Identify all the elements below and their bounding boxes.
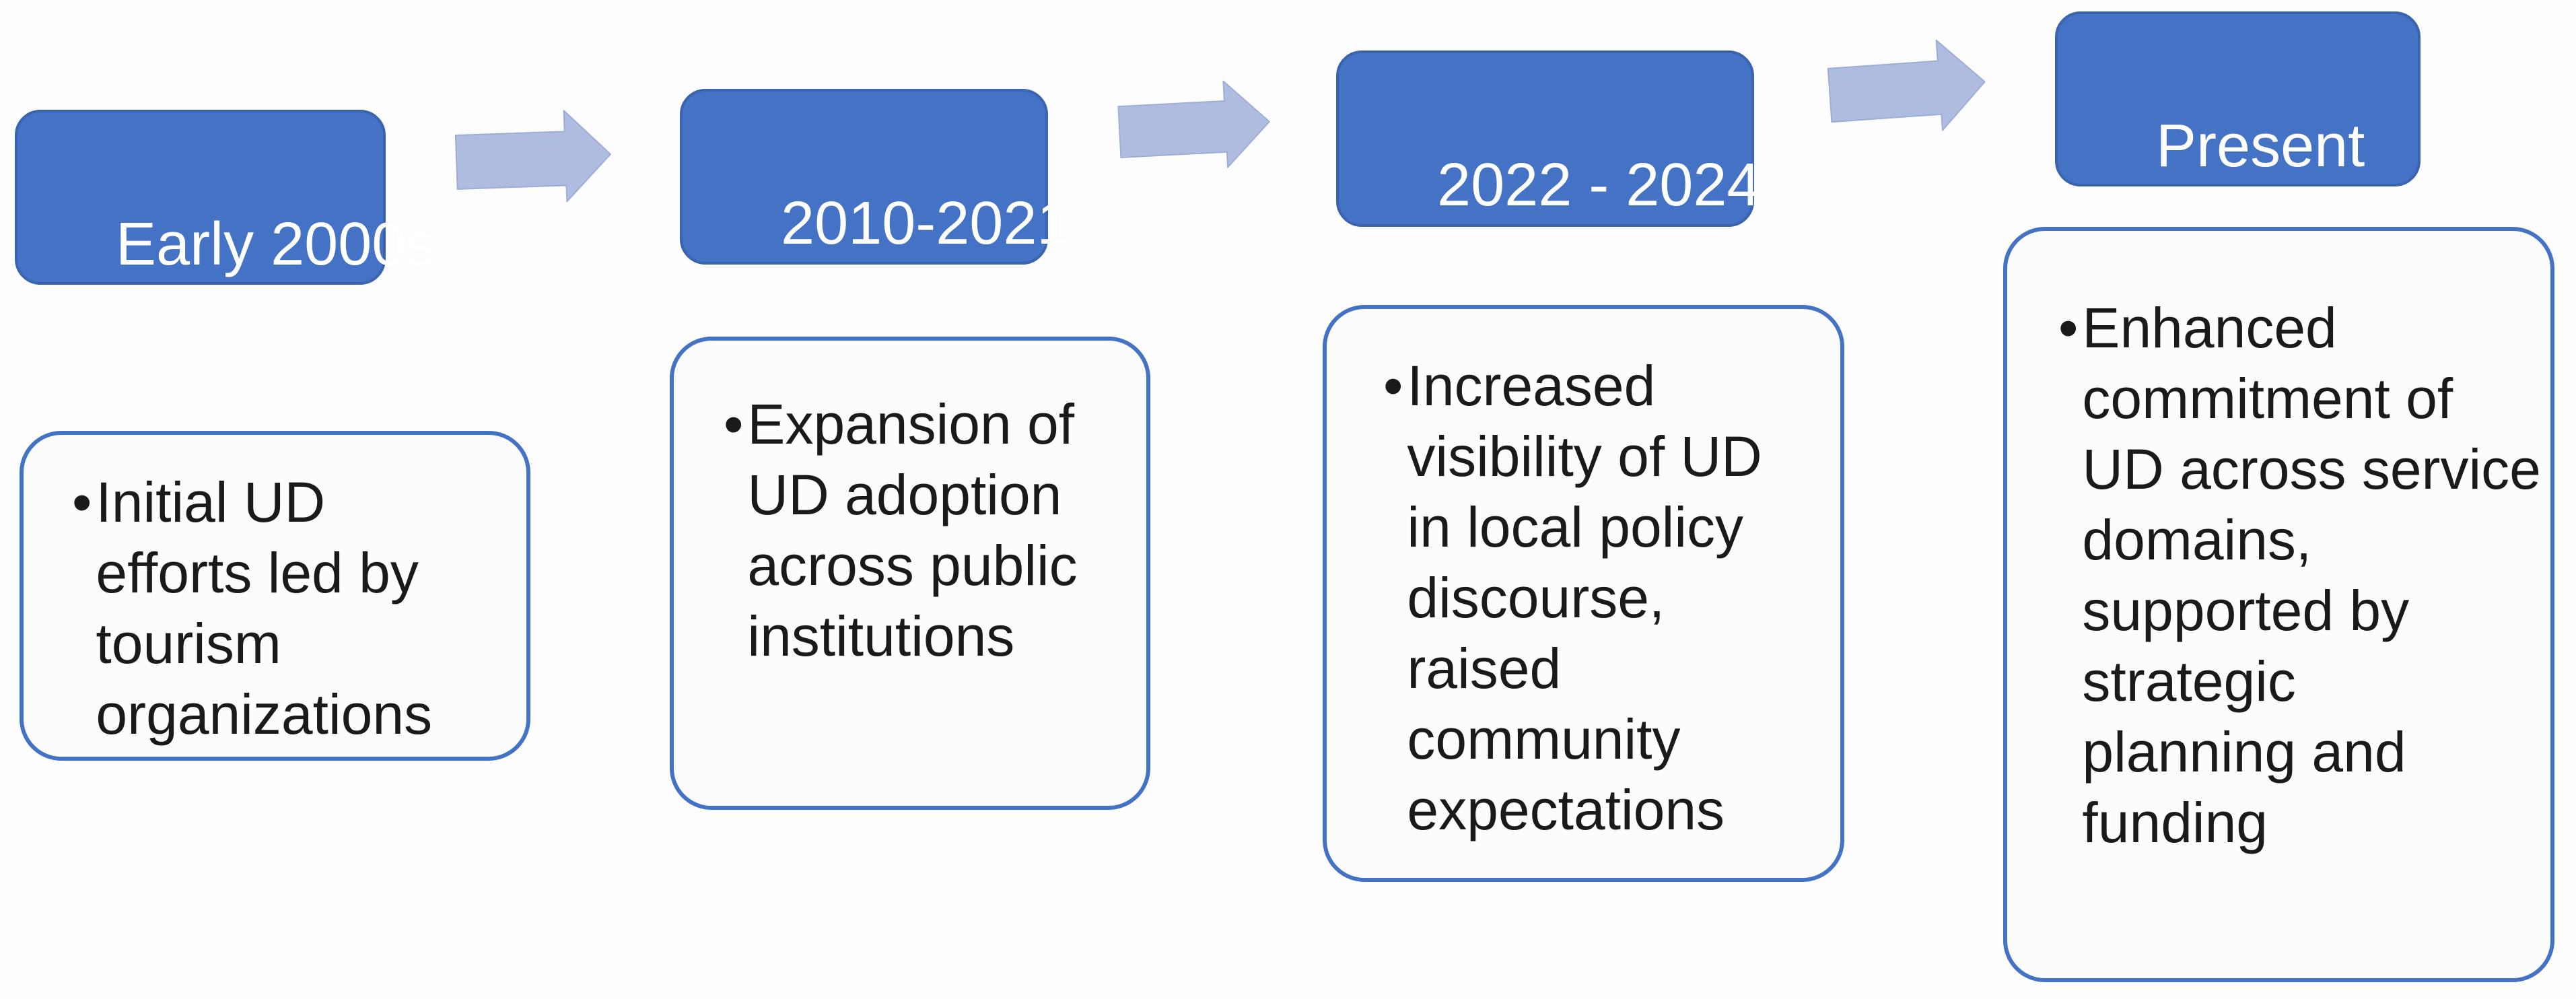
stage-2-note-content: • Expansion of UD adoption across public… xyxy=(724,389,1078,672)
bullet-icon: • xyxy=(2058,296,2079,359)
stage-1-period-label: Early 2000s xyxy=(116,211,436,278)
stage-1-period-box: Early 2000s xyxy=(15,110,436,285)
stage-2-period-box: 2010-2021 xyxy=(680,89,1070,265)
right-block-arrow-icon xyxy=(454,108,613,206)
stage-4-note-content: • Enhanced commitment of UD across servi… xyxy=(2058,293,2541,858)
stage-3-period-label: 2022 - 2024 xyxy=(1437,151,1761,219)
stage-2-period-label: 2010-2021 xyxy=(781,190,1071,257)
stage-4-period-box: Present xyxy=(2055,11,2421,186)
stage-2-note-box: • Expansion of UD adoption across public… xyxy=(670,337,1150,810)
stage-3-note-box: • Increased visibility of UD in local po… xyxy=(1323,305,1844,882)
stage-4-description: Enhanced commitment of UD across service… xyxy=(2082,296,2541,854)
stage-1-note-content: • Initial UD efforts led by tourism orga… xyxy=(72,467,432,750)
stage-3-period-box: 2022 - 2024 xyxy=(1336,50,1760,227)
right-block-arrow-icon xyxy=(1117,78,1272,174)
bullet-icon: • xyxy=(724,392,744,456)
stage-3-note-content: • Increased visibility of UD in local po… xyxy=(1383,351,1762,846)
bullet-icon: • xyxy=(72,471,92,534)
right-block-arrow-icon xyxy=(1826,36,1989,139)
bullet-icon: • xyxy=(1383,354,1403,417)
stage-3-description: Increased visibility of UD in local poli… xyxy=(1407,354,1762,841)
stage-4-period-label: Present xyxy=(2156,112,2365,180)
stage-1-note-box: • Initial UD efforts led by tourism orga… xyxy=(20,431,530,761)
stage-2-description: Expansion of UD adoption across public i… xyxy=(747,392,1078,668)
stage-1-description: Initial UD efforts led by tourism organi… xyxy=(96,471,433,746)
stage-4-note-box: • Enhanced commitment of UD across servi… xyxy=(2003,227,2554,982)
